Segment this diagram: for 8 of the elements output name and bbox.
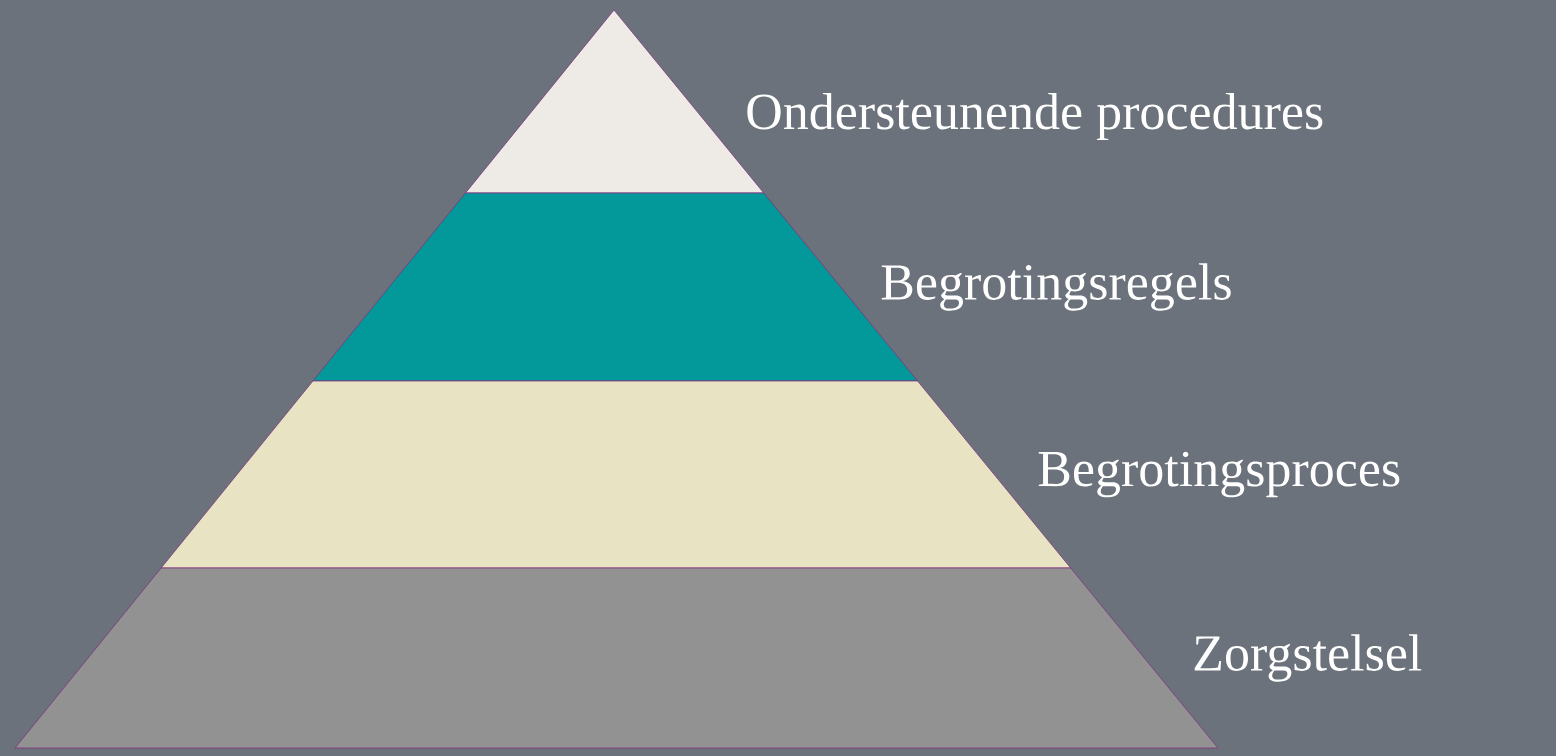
node-label: Ondersteunende procedures — [747, 92, 1323, 141]
node-label: Begrotingsregels — [881, 263, 1231, 311]
pyramid-band: Zorgstelsel — [14, 567, 1422, 749]
pyramid-band: Begrotingsregels — [312, 192, 1231, 382]
pyramid-band: Begrotingsproces — [160, 380, 1400, 569]
node-label: Zorgstelsel — [1194, 634, 1422, 682]
node-label: Begrotingsproces — [1038, 451, 1400, 498]
pyramid-band: Ondersteunende procedures — [465, 9, 1323, 194]
